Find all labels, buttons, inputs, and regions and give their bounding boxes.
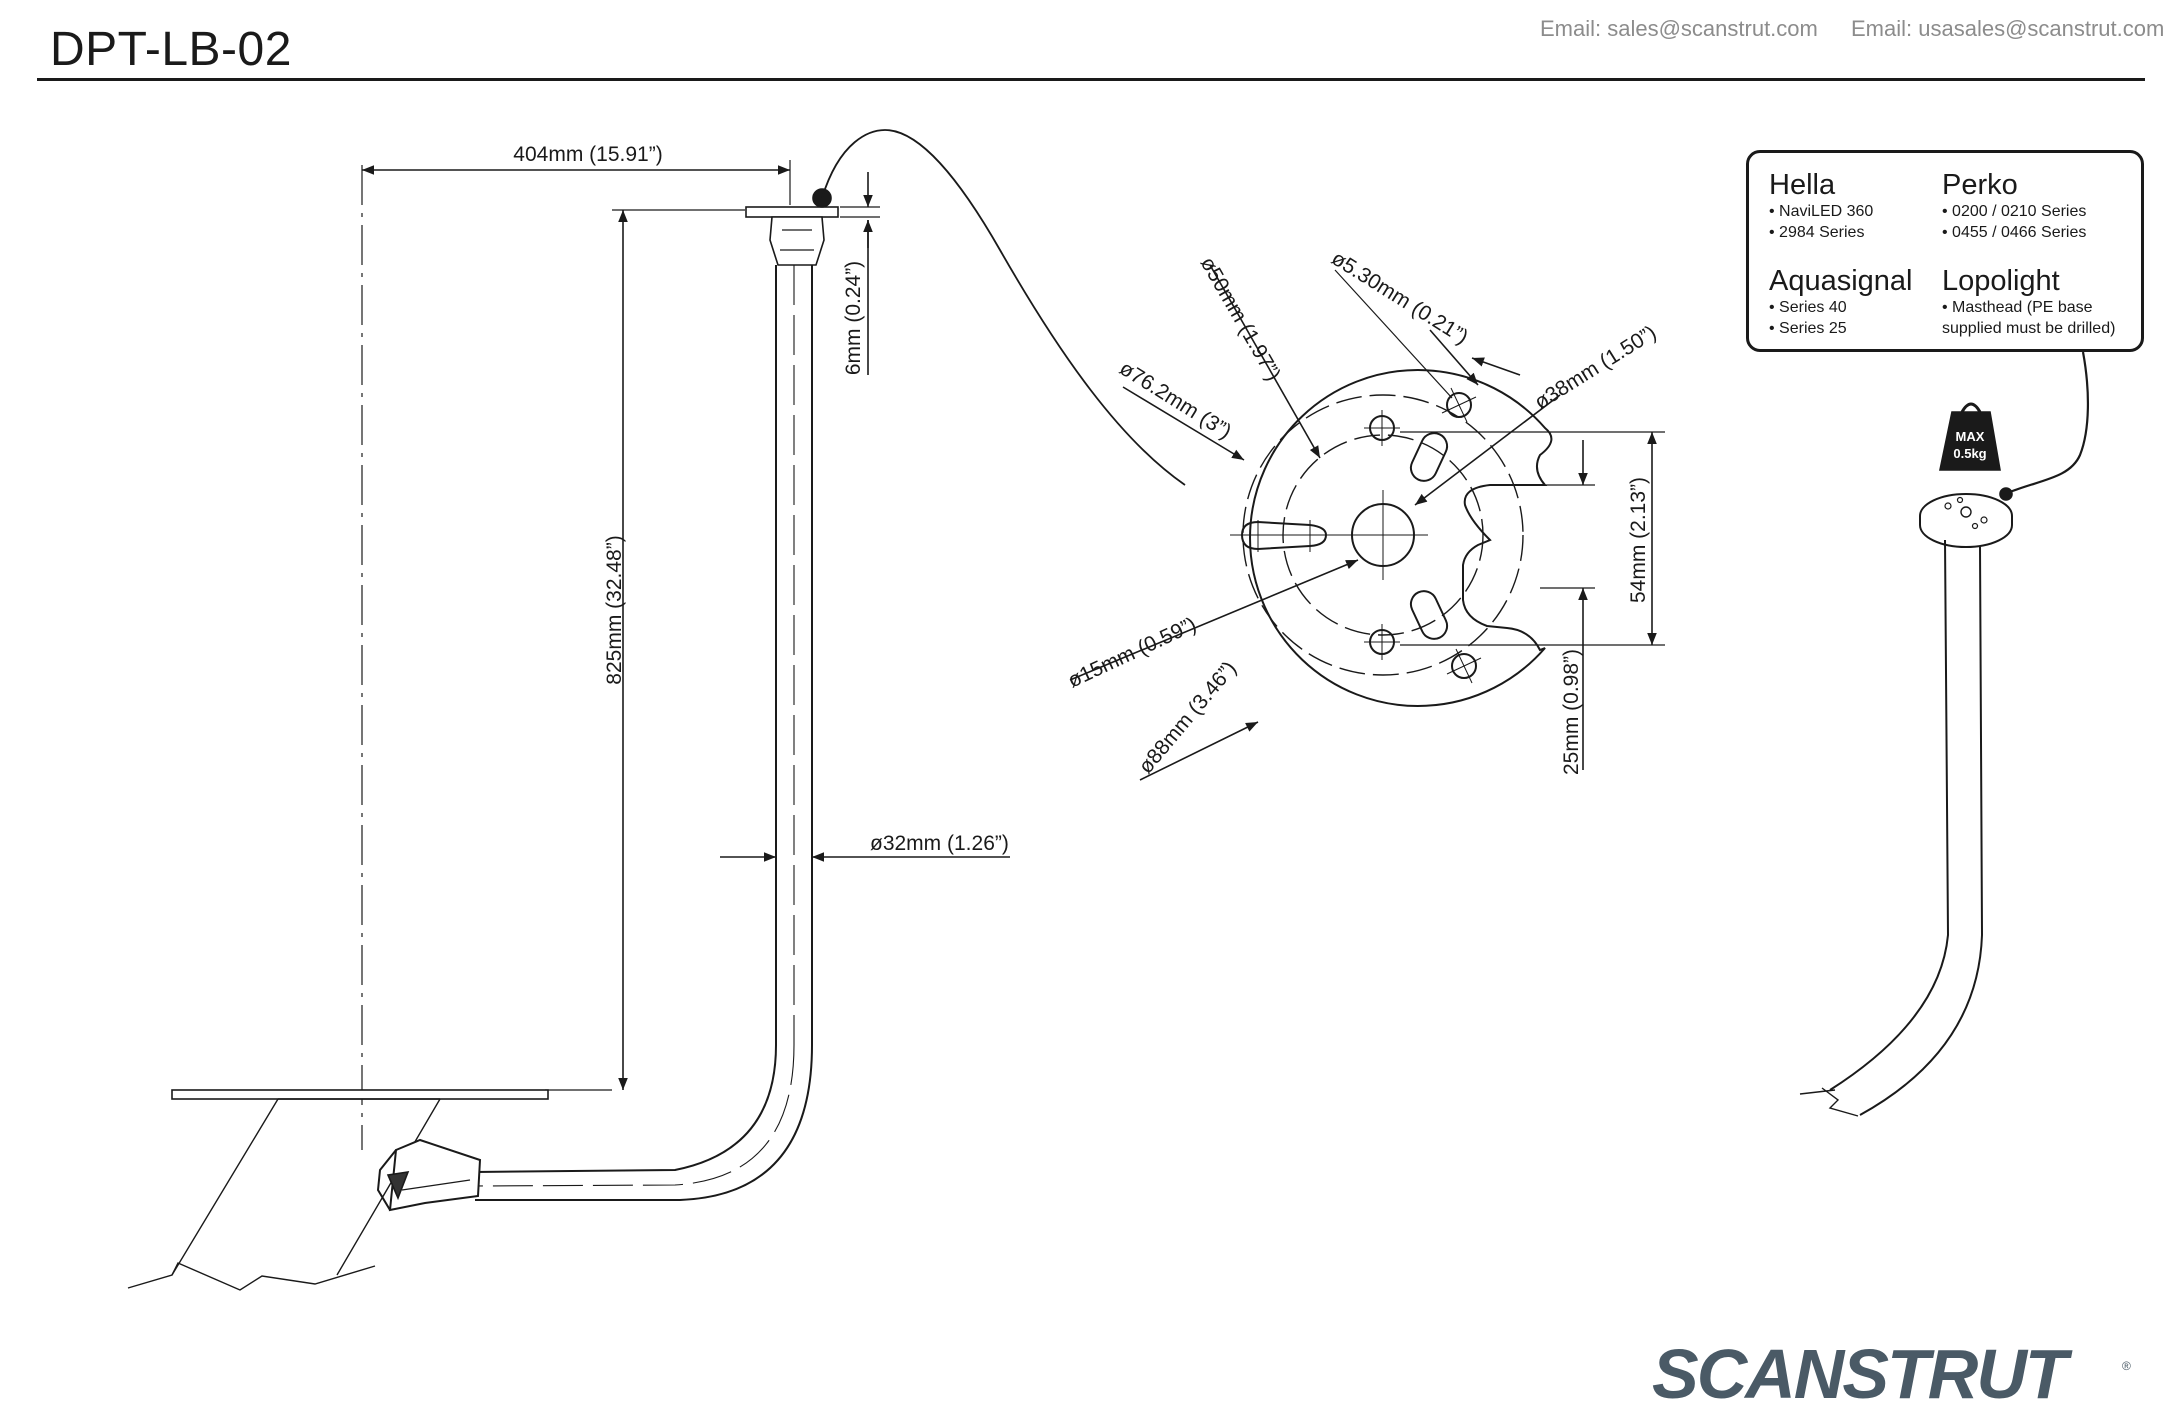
header-rule	[37, 78, 2145, 81]
compat-group-lopolight: Lopolight • Masthead (PE base supplied m…	[1942, 265, 2115, 339]
isometric-view	[1799, 351, 2090, 1117]
dim-54: 54mm (2.13”)	[1627, 477, 1650, 603]
tube-outer	[474, 265, 777, 1173]
scanstrut-logo: SCANSTRUT	[1652, 1335, 2073, 1406]
dim-88: ø88mm (3.46”)	[1134, 657, 1241, 778]
dim-76-2: ø76.2mm (3”)	[1115, 357, 1235, 444]
dim-25: 25mm (0.98”)	[1560, 649, 1583, 775]
tube-adapter	[769, 216, 825, 266]
model-item: • NaviLED 360	[1769, 203, 1874, 220]
model-item: supplied must be drilled)	[1942, 320, 2116, 337]
usa-sales-email[interactable]: Email: usasales@scanstrut.com	[1851, 16, 2165, 41]
dim-tube-diameter: ø32mm (1.26”)	[870, 832, 1009, 855]
compat-group-hella: Hella • NaviLED 360 • 2984 Series	[1769, 169, 1873, 243]
brand-name: Aquasignal	[1769, 265, 1913, 297]
dim-50: ø50mm (1.97”)	[1196, 253, 1285, 385]
weight-max-label: MAX	[1956, 429, 1985, 444]
callout-leader	[2009, 351, 2090, 494]
dim-width: 404mm (15.91”)	[513, 143, 662, 166]
dim-15: ø15mm (0.59”)	[1064, 613, 1200, 693]
brand-name: Hella	[1769, 169, 1836, 201]
model-item: • 0455 / 0466 Series	[1942, 224, 2087, 241]
brand-name: Perko	[1942, 169, 2018, 201]
dim-plate-thickness: 6mm (0.24”)	[842, 261, 865, 375]
sales-email[interactable]: Email: sales@scanstrut.com	[1540, 16, 1818, 41]
model-item: • 0200 / 0210 Series	[1942, 203, 2087, 220]
compatibility-box: Hella • NaviLED 360 • 2984 Series Perko …	[1746, 150, 2144, 352]
pcd-88-circle	[1242, 394, 1524, 676]
tube-inner	[475, 265, 813, 1201]
dim-5-30: ø5.30mm (0.21”)	[1327, 247, 1472, 349]
side-view	[127, 129, 1186, 1291]
cable	[821, 129, 1186, 486]
dim-38: ø38mm (1.50”)	[1530, 321, 1660, 414]
hull-break-line	[127, 1262, 376, 1291]
dim-height: 825mm (32.48”)	[603, 535, 626, 684]
deck-plate	[171, 1089, 549, 1100]
weight-value: 0.5kg	[1953, 446, 1986, 461]
compat-group-aquasignal: Aquasignal • Series 40 • Series 25	[1769, 265, 1913, 339]
model-item: • Masthead (PE base	[1942, 299, 2093, 316]
compat-group-perko: Perko • 0200 / 0210 Series • 0455 / 0466…	[1942, 169, 2086, 243]
plate-outline	[1249, 369, 1553, 707]
weight-badge	[1939, 411, 2001, 471]
model-item: • Series 25	[1769, 320, 1847, 337]
model-item: • 2984 Series	[1769, 224, 1865, 241]
light-base-plate	[745, 206, 839, 218]
plate-top-view	[1069, 264, 1665, 781]
registered-mark: ®	[2122, 1359, 2131, 1373]
page-title: DPT-LB-02	[50, 23, 292, 76]
brand-name: Lopolight	[1942, 265, 2060, 297]
model-item: • Series 40	[1769, 299, 1847, 316]
